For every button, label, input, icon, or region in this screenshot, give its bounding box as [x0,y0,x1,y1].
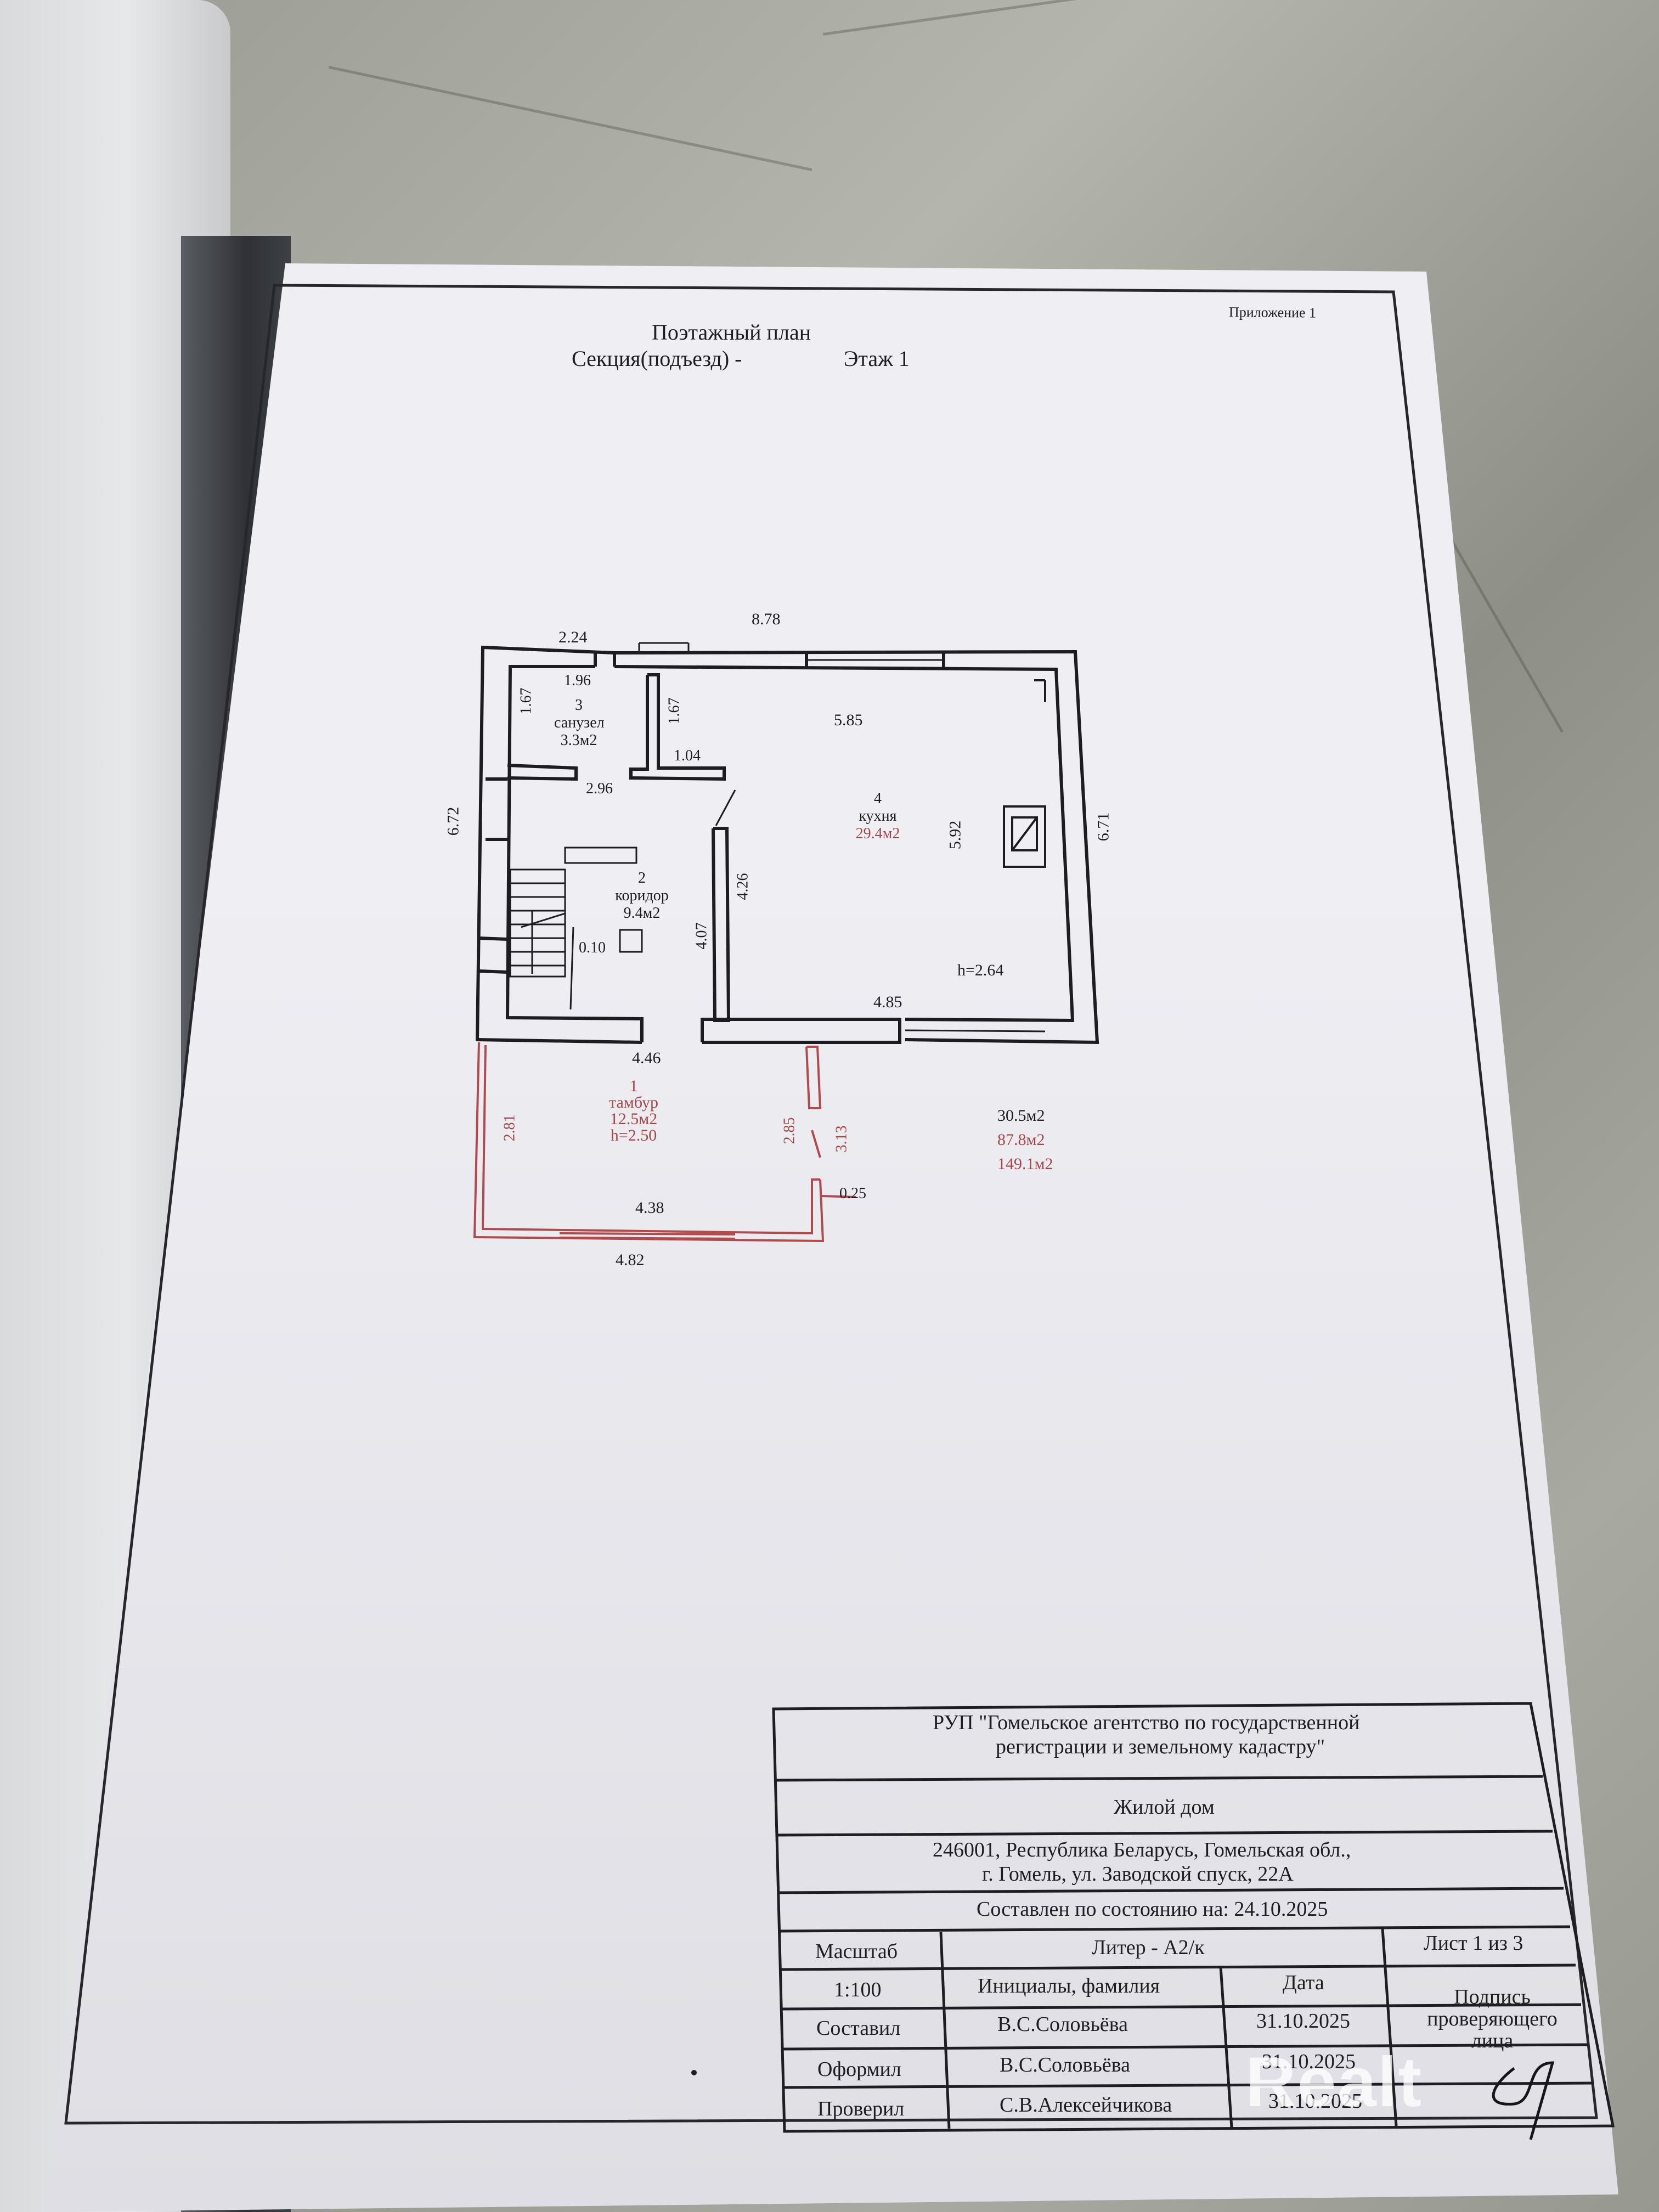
stamp-object: Жилой дом [1114,1796,1215,1819]
dim-corridor-right-2: 4.07 [693,922,710,950]
appendix-label: Приложение 1 [1228,304,1317,321]
dim-bath-width: 1.96 [564,672,591,689]
room-corridor: 2 коридор 9.4м2 [601,870,683,922]
stamp-liter: Литер - А2/к [1092,1936,1205,1959]
room-bathroom: 3 санузел 3.3м2 [554,697,605,749]
floor-label: Этаж 1 [844,346,910,371]
stamp-row-role: Проверил [817,2097,905,2120]
stamp-row-name: С.В.Алексейчикова [1000,2094,1172,2117]
dim-partition-1: 1.04 [674,747,701,764]
dim-vestibule-outer-bottom: 4.82 [616,1251,645,1269]
vestibule-walls [473,1042,856,1243]
total-general: 87.8м2 [997,1131,1045,1149]
signature [1492,2061,1555,2140]
room-area: 3.3м2 [560,732,597,749]
stamp-organization-line2: регистрации и земельному кадастру" [996,1735,1325,1758]
room-area: 12.5м2 [610,1110,658,1128]
dim-vestibule-left: 2.81 [501,1114,518,1142]
stamp-row-date: 31.10.2025 [1262,2050,1356,2073]
stamp-state-date: Составлен по состоянию на: 24.10.2025 [977,1898,1328,1921]
dim-right-total: 6.71 [1094,812,1113,842]
stamp-row-name: В.С.Соловьёва [1000,2053,1130,2076]
page-title: Поэтажный план [652,320,811,345]
stamp-row-date: 31.10.2025 [1256,2010,1350,2033]
stamp-row-role: Составил [816,2017,901,2040]
room-number: 4 [874,790,882,807]
dim-corridor-right-1: 4.26 [734,873,752,900]
room-number: 2 [638,870,646,887]
room-name: коридор [615,887,669,904]
stamp-date-header: Дата [1283,1971,1324,1994]
stamp-row-date: 31.10.2025 [1268,2090,1362,2113]
dim-kitchen-top: 5.85 [834,711,863,729]
staircase [509,847,643,1010]
room-name: тамбур [609,1093,658,1111]
area-totals: 30.5м2 87.8м2 149.1м2 [997,1104,1053,1176]
stamp-address-line1: 246001, Республика Беларусь, Гомельская … [933,1838,1351,1861]
dim-vestibule-right-1: 2.85 [781,1117,798,1144]
dim-vestibule-right-2: 3.13 [833,1125,850,1153]
total-living: 30.5м2 [997,1107,1045,1125]
dim-bath-height-left: 1.67 [517,687,535,715]
dim-kitchen-ceiling: h=2.64 [957,961,1004,979]
stamp-row-role: Оформил [817,2058,901,2081]
watermark-logo: Realt [1245,2043,1423,2121]
stamp-sheet: Лист 1 из 3 [1424,1932,1523,1955]
stove [1003,679,1046,868]
door-marks [638,642,736,826]
room-area: 9.4м2 [623,905,661,922]
title-block [772,1702,1615,2133]
page-frame [64,284,1598,2125]
house-walls [475,645,1099,1045]
room-vestibule: 1 тамбур 12.5м2 h=2.50 [598,1078,669,1144]
room-name: санузел [554,714,605,731]
room-name: кухня [859,808,897,825]
dim-vestibule-wall: 0.25 [839,1185,866,1202]
room-kitchen: 4 кухня 29.4м2 [845,790,911,843]
stamp-scale-value: 1:100 [834,1978,882,2001]
room-area: 29.4м2 [855,825,900,842]
dim-top-left: 2.24 [558,628,588,646]
stamp-scale-label: Масштаб [815,1940,898,1963]
stamp-address-line2: г. Гомель, ул. Заводской спуск, 22А [982,1863,1294,1886]
room-number: 1 [629,1077,638,1095]
dim-vestibule-inner-bottom: 4.38 [635,1199,664,1217]
dim-top-total: 8.78 [752,610,781,628]
room-height: h=2.50 [610,1126,657,1144]
stamp-signature-header: Подпись проверяющего лица [1427,1985,1558,2052]
dim-left-total: 6.72 [444,806,462,836]
dim-kitchen-height: 5.92 [946,820,964,850]
dim-stair-gap: 0.10 [579,939,606,956]
dim-vestibule-top: 4.46 [632,1049,661,1067]
ink-dot [691,2070,697,2075]
room-number: 3 [575,697,583,714]
section-label: Секция(подъезд) - [572,346,742,371]
total-all: 149.1м2 [997,1155,1053,1173]
dim-bath-height-right: 1.67 [665,697,683,725]
stamp-row-name: В.С.Соловьёва [997,2013,1128,2036]
dim-kitchen-bottom: 4.85 [873,993,902,1011]
stamp-initials-header: Инициалы, фамилия [978,1974,1160,1997]
stamp-organization-line1: РУП "Гомельское агентство по государстве… [933,1711,1360,1734]
dim-bath-bottom: 2.96 [586,780,613,797]
